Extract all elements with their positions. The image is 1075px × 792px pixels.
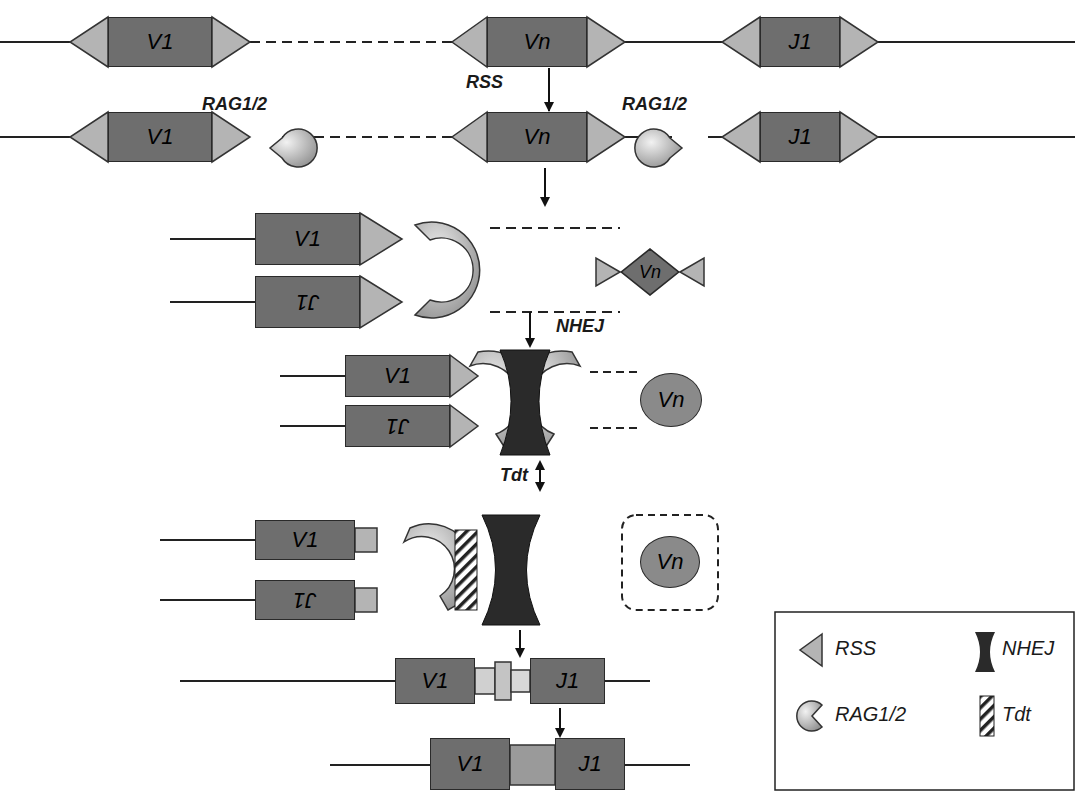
excised-segment-diamond: Vn [620,248,680,296]
segment-name: V1 [294,226,321,252]
gene-segment-box: J1 [530,658,605,704]
segment-name: J1 [556,668,579,694]
excised-segment-circle: Vn [640,373,702,427]
gene-segment-box: Vn [487,17,587,67]
gene-segment-box: J1 [255,276,360,328]
component-label: RAG1/2 [622,94,687,115]
gene-segment-box: V1 [395,658,475,704]
component-label: Tdt [500,465,528,486]
gene-segment-box: V1 [108,17,212,67]
legend-text: Tdt [1002,703,1031,726]
legend-text: NHEJ [1002,637,1054,660]
legend-text: RAG1/2 [835,703,906,726]
segment-name: J1 [386,413,409,439]
gene-segment-box: J1 [760,17,840,67]
segment-name: J1 [293,587,316,613]
gene-segment-box: V1 [255,520,355,560]
segment-name: J1 [788,124,811,150]
segment-name: V1 [384,363,411,389]
process-arrow [548,68,550,111]
component-label: RAG1/2 [202,94,267,115]
gene-segment-box: V1 [345,355,450,397]
gene-segment-box: J1 [760,112,840,162]
segment-name: V1 [422,668,449,694]
segment-name: J1 [296,289,319,315]
excised-segment-circle: Vn [640,536,700,588]
component-label: RSS [466,72,503,93]
gene-segment-box: Vn [487,112,587,162]
segment-name: V1 [457,751,484,777]
component-label: NHEJ [556,316,604,337]
segment-name: Vn [657,549,684,575]
segment-name: Vn [524,124,551,150]
gene-segment-box: J1 [255,580,355,620]
segment-name: Vn [639,262,661,283]
segment-name: Vn [524,29,551,55]
gene-segment-box: J1 [555,738,625,790]
gene-segment-box: V1 [108,112,212,162]
segment-name: V1 [147,29,174,55]
gene-segment-box: V1 [430,738,510,790]
gene-segment-box: J1 [345,405,450,447]
segment-name: V1 [147,124,174,150]
segment-name: J1 [578,751,601,777]
segment-name: Vn [658,387,685,413]
segment-name: J1 [788,29,811,55]
segment-name: V1 [292,527,319,553]
gene-segment-box: V1 [255,213,360,265]
legend-text: RSS [835,637,876,660]
